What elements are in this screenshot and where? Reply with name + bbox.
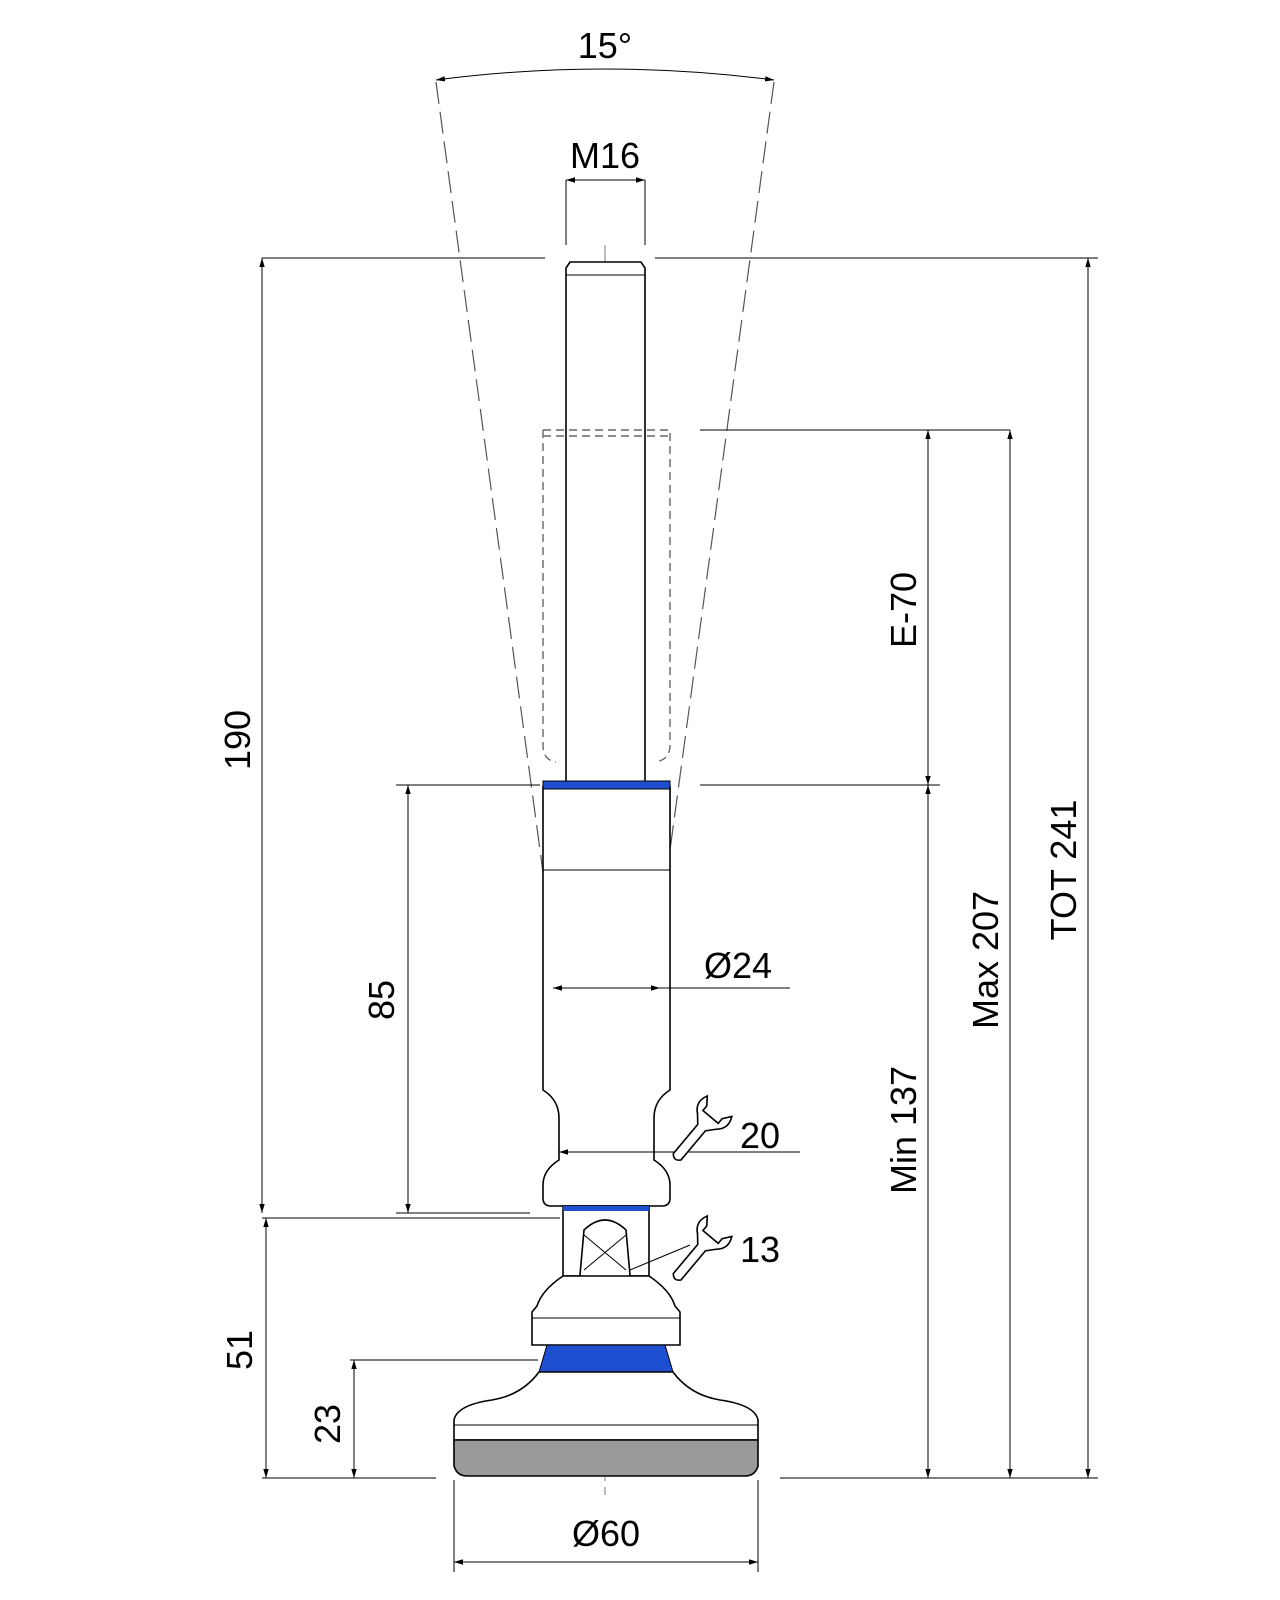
swing-angle-group: 15° xyxy=(435,25,775,1331)
dim-min-137: Min 137 xyxy=(780,785,940,1479)
dim-51-label: 51 xyxy=(219,1330,260,1370)
wrench-icon xyxy=(672,1214,733,1281)
threaded-stem xyxy=(565,261,646,786)
dim-diameter-60: Ø60 xyxy=(453,1480,759,1572)
dim-23: 23 xyxy=(307,1359,538,1478)
dim-diameter-24: Ø24 xyxy=(553,945,790,991)
dim-e70: E-70 xyxy=(700,429,1010,786)
dim-diameter-24-label: Ø24 xyxy=(704,945,772,986)
dim-tot-241-label: TOT 241 xyxy=(1043,800,1084,941)
thread-dimension: M16 xyxy=(565,135,646,245)
swivel-collar xyxy=(531,1275,681,1373)
dim-190: 190 xyxy=(217,257,545,1213)
dim-max-207-label: Max 207 xyxy=(965,891,1006,1029)
wrench-20-callout: 20 xyxy=(559,1094,800,1161)
dim-tot-241: TOT 241 xyxy=(655,257,1098,1479)
thread-label: M16 xyxy=(570,135,640,176)
dim-85-label: 85 xyxy=(361,980,402,1020)
accent-ring-bottom xyxy=(538,1344,674,1373)
accent-ring-top xyxy=(542,780,671,790)
wrench-13-label: 13 xyxy=(740,1229,780,1270)
wrench-20-label: 20 xyxy=(740,1115,780,1156)
dim-min-137-label: Min 137 xyxy=(883,1066,924,1194)
dim-23-label: 23 xyxy=(307,1404,348,1444)
dim-51: 51 xyxy=(219,1217,560,1479)
wrench-13-callout: 13 xyxy=(629,1214,780,1281)
ball-joint xyxy=(562,1205,650,1291)
dim-diameter-60-label: Ø60 xyxy=(572,1513,640,1554)
dim-max-207: Max 207 xyxy=(940,430,1020,1479)
foot-base xyxy=(453,1371,759,1477)
dim-85: 85 xyxy=(361,784,540,1214)
dim-e70-label: E-70 xyxy=(883,572,924,648)
wrench-icon xyxy=(672,1094,733,1161)
angle-label: 15° xyxy=(578,25,632,66)
rubber-pad xyxy=(453,1439,759,1477)
main-body xyxy=(542,780,671,1207)
dim-190-label: 190 xyxy=(217,710,258,770)
